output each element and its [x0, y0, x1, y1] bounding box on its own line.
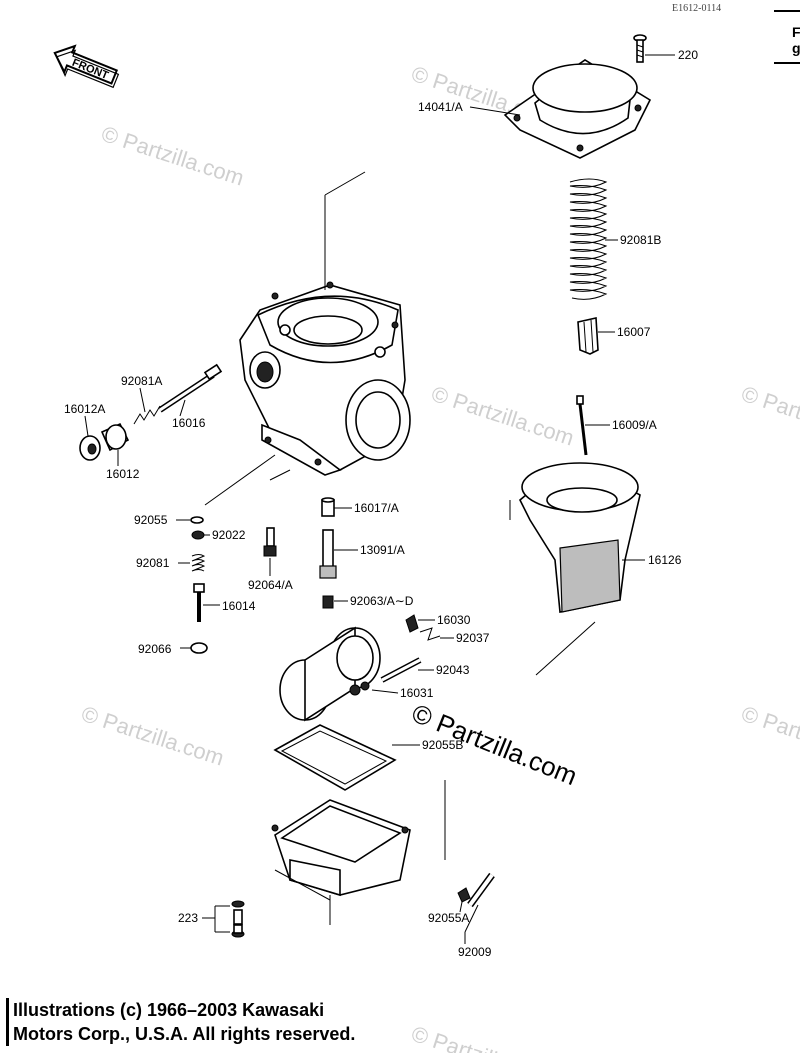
label-16012: 16012 [106, 467, 140, 481]
part-92064a [263, 527, 277, 557]
front-arrow-icon: FRONT [53, 44, 120, 89]
label-13091a: 13091/A [360, 543, 405, 557]
ref-code: E1612-0114 [672, 3, 721, 14]
label-16126: 16126 [648, 553, 682, 567]
copyright-notice: Illustrations (c) 1966–2003 Kawasaki Mot… [6, 998, 533, 1046]
corner-letter: g [792, 40, 800, 56]
label-223: 223 [178, 911, 198, 925]
label-16030: 16030 [437, 613, 471, 627]
part-16017a [321, 497, 335, 517]
part-92081 [191, 554, 206, 572]
label-92043: 92043 [436, 663, 470, 677]
corner-mark: F g [774, 6, 800, 96]
watermark: © Partzilla.com [428, 381, 577, 451]
label-92081a: 92081A [121, 374, 162, 388]
label-16016: 16016 [172, 416, 206, 430]
watermark: © Partzilla.com [98, 121, 247, 191]
part-92055b [273, 724, 397, 791]
label-16012a: 16012A [64, 402, 105, 416]
label-92081b: 92081B [620, 233, 661, 247]
copyright-line-2: Motors Corp., U.S.A. All rights reserved… [13, 1024, 356, 1044]
label-92064a: 92064/A [248, 578, 293, 592]
label-92022: 92022 [212, 528, 246, 542]
copyright-line-1: Illustrations (c) 1966–2003 Kawasaki [13, 1000, 325, 1020]
label-92081: 92081 [136, 556, 170, 570]
label-16031: 16031 [400, 686, 434, 700]
part-92081a [133, 405, 161, 425]
watermark: © Partzilla.com [738, 381, 800, 451]
part-16030 [405, 614, 419, 633]
watermarks: © Partzilla.com © Partzilla.com © Partzi… [78, 61, 800, 1053]
corner-letter: F [792, 24, 800, 40]
part-13091a [319, 529, 337, 579]
part-16007 [577, 317, 599, 355]
part-92043 [380, 657, 422, 683]
label-16009a: 16009/A [612, 418, 657, 432]
part-92055a [457, 887, 471, 903]
part-16014 [193, 583, 205, 622]
label-92066: 92066 [138, 642, 172, 656]
label-92063: 92063/A∼D [350, 594, 414, 608]
part-16126 [519, 462, 641, 613]
part-223 [231, 900, 245, 938]
part-92081b [569, 178, 608, 300]
label-14041a: 14041/A [418, 100, 463, 114]
watermark: © Partzilla.com [78, 701, 227, 771]
label-92055a: 92055A [428, 911, 469, 925]
labels: 220 14041/A 92081B 16007 16009/A 16126 9… [64, 48, 698, 959]
label-220: 220 [678, 48, 698, 62]
part-16031 [279, 626, 381, 722]
label-16007: 16007 [617, 325, 651, 339]
part-92037 [419, 627, 441, 641]
part-92063 [322, 595, 334, 609]
float-bowl [271, 799, 411, 897]
label-16014: 16014 [222, 599, 256, 613]
part-16012a [79, 435, 101, 461]
part-92009 [467, 872, 495, 908]
part-16016 [158, 363, 223, 413]
part-220 [633, 34, 647, 63]
label-92055b: 92055B [422, 738, 463, 752]
part-92022 [191, 530, 205, 540]
part-92066 [190, 642, 208, 654]
watermark: © Partzilla.com [738, 701, 800, 771]
label-92037: 92037 [456, 631, 490, 645]
label-16017a: 16017/A [354, 501, 399, 515]
part-92055 [190, 516, 204, 524]
part-14041a [503, 59, 652, 159]
part-16012 [100, 422, 130, 452]
carburetor-body [239, 281, 411, 476]
label-92055: 92055 [134, 513, 168, 527]
label-92009: 92009 [458, 945, 492, 959]
part-16009a [576, 395, 588, 456]
